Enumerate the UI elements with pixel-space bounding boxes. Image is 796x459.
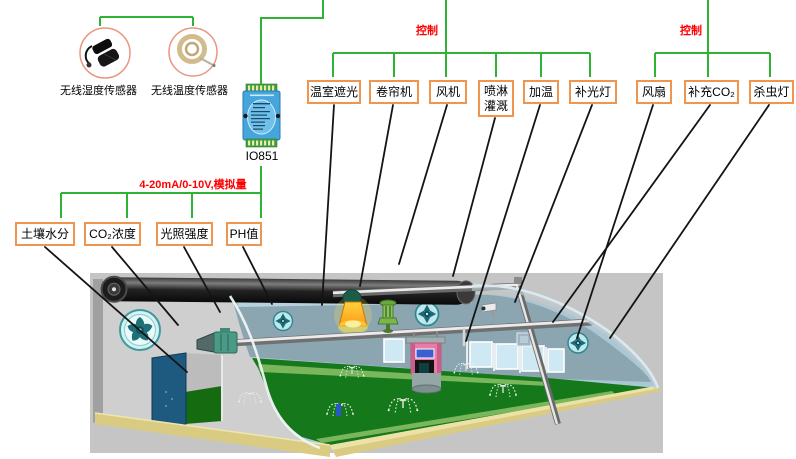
field-path — [258, 364, 548, 386]
pointer-light-intensity — [183, 246, 221, 313]
box-soil-moisture: 土壤水分 — [15, 222, 75, 246]
greenhouse-illustration — [90, 273, 663, 457]
box-ventilation-fan: 风机 — [429, 80, 467, 104]
box-roller-machine: 卷帘机 — [369, 80, 419, 104]
wireless-bracket — [99, 16, 194, 26]
pointer-lines — [44, 104, 770, 373]
box-grow-light: 补光灯 — [569, 80, 617, 104]
control-right-lines — [654, 0, 771, 77]
dome-rim — [471, 284, 660, 389]
analog-bus-label: 4-20mA/0-10V,模拟量 — [139, 179, 247, 191]
humidity-sensor-photo — [79, 27, 131, 79]
connector-lines — [60, 0, 771, 218]
pointer-ph — [242, 246, 273, 305]
fogger-nozzle — [196, 328, 238, 354]
pointer-shading — [321, 104, 335, 306]
box-heating: 加温 — [523, 80, 559, 104]
box-co2-concentration: CO₂浓度 — [84, 222, 141, 246]
temperature-sensor-photo — [168, 27, 218, 77]
foundation-beams — [94, 386, 661, 457]
pointer-co2 — [552, 104, 711, 323]
arch-rim — [228, 295, 321, 450]
box-fan: 风扇 — [636, 80, 672, 104]
wall-edge — [93, 279, 103, 423]
analog-bus-lines — [60, 0, 324, 218]
control-label-right: 控制 — [680, 25, 702, 37]
bottle — [336, 404, 341, 416]
pointer-soil-moisture — [44, 246, 188, 373]
pointer-fan — [576, 104, 654, 339]
temperature-sensor-label: 无线温度传感器 — [151, 85, 228, 97]
irrigation-pipe-lower — [213, 318, 595, 348]
pointer-roller — [359, 104, 394, 287]
control-left-lines — [332, 0, 591, 77]
box-ph-value: PH值 — [226, 222, 262, 246]
box-spray-irrigation: 喷淋灌溉 — [478, 80, 514, 117]
pointer-insect-lamp — [609, 104, 770, 339]
humidity-sensor-label: 无线湿度传感器 — [60, 85, 137, 97]
field-path — [316, 391, 616, 443]
roller-blind-cylinder — [100, 275, 476, 305]
io851-label: IO851 — [245, 149, 279, 163]
heater-unit — [405, 331, 446, 394]
wall-panel-screen — [520, 336, 528, 343]
io851-module — [242, 83, 281, 148]
door — [151, 352, 223, 430]
box-greenhouse-shading: 温室遮光 — [307, 80, 361, 104]
control-label-left: 控制 — [416, 25, 438, 37]
pointer-heating — [465, 104, 541, 342]
planting-field — [252, 358, 656, 447]
pointer-vent-fan — [398, 104, 448, 265]
pointer-spray — [452, 117, 496, 277]
pointer-co2-conc — [111, 246, 179, 326]
box-co2-supply: 补充CO₂ — [684, 80, 739, 104]
pointer-grow-light — [514, 104, 593, 303]
camera-icon — [481, 302, 497, 319]
grow-lamp-icon — [334, 289, 372, 334]
box-light-intensity: 光照强度 — [156, 222, 213, 246]
box-insect-lamp: 杀虫灯 — [749, 80, 794, 104]
insect-lamp-icon — [377, 299, 399, 333]
